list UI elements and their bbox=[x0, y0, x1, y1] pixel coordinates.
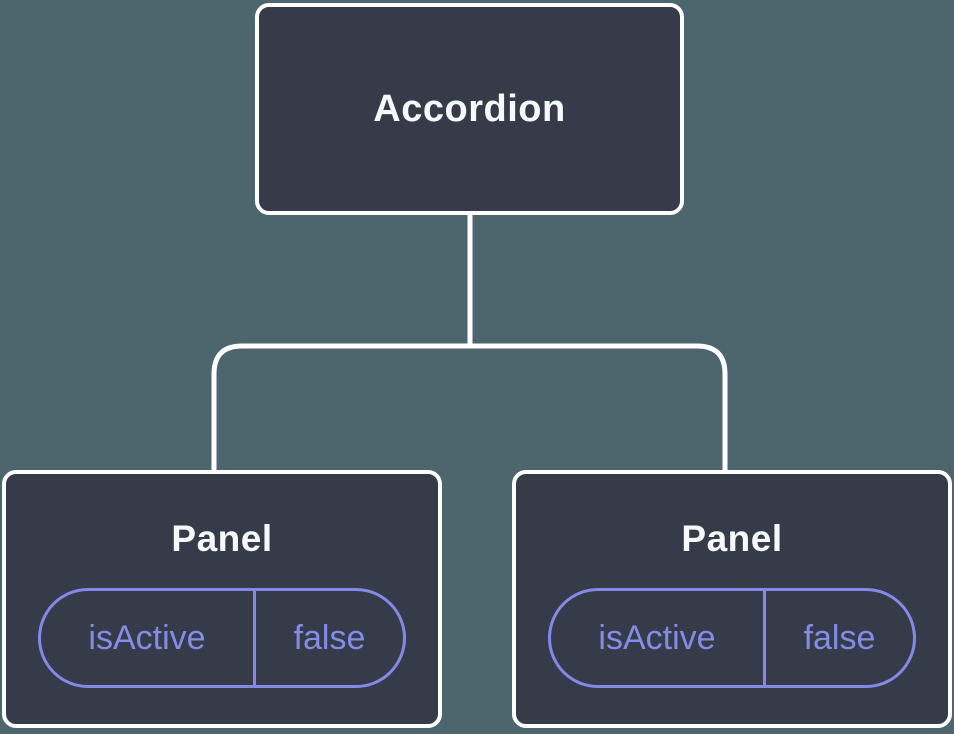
panel-left-state-pill: isActive false bbox=[38, 588, 406, 688]
panel-left-prop-value: false bbox=[293, 618, 366, 657]
panel-left-prop-name: isActive bbox=[88, 618, 206, 657]
panel-right-label: Panel bbox=[681, 518, 783, 559]
pill-divider bbox=[253, 591, 256, 685]
panel-right-prop-name: isActive bbox=[598, 618, 716, 657]
connector-branch bbox=[211, 343, 728, 472]
pill-divider bbox=[763, 591, 766, 685]
accordion-node-label: Accordion bbox=[373, 87, 566, 130]
panel-left-label: Panel bbox=[171, 518, 273, 559]
panel-right-prop-value: false bbox=[803, 618, 876, 657]
panel-node-right: Panel isActive false bbox=[512, 470, 952, 728]
accordion-node: Accordion bbox=[255, 3, 684, 215]
panel-right-state-pill: isActive false bbox=[548, 588, 916, 688]
panel-node-left: Panel isActive false bbox=[2, 470, 442, 728]
